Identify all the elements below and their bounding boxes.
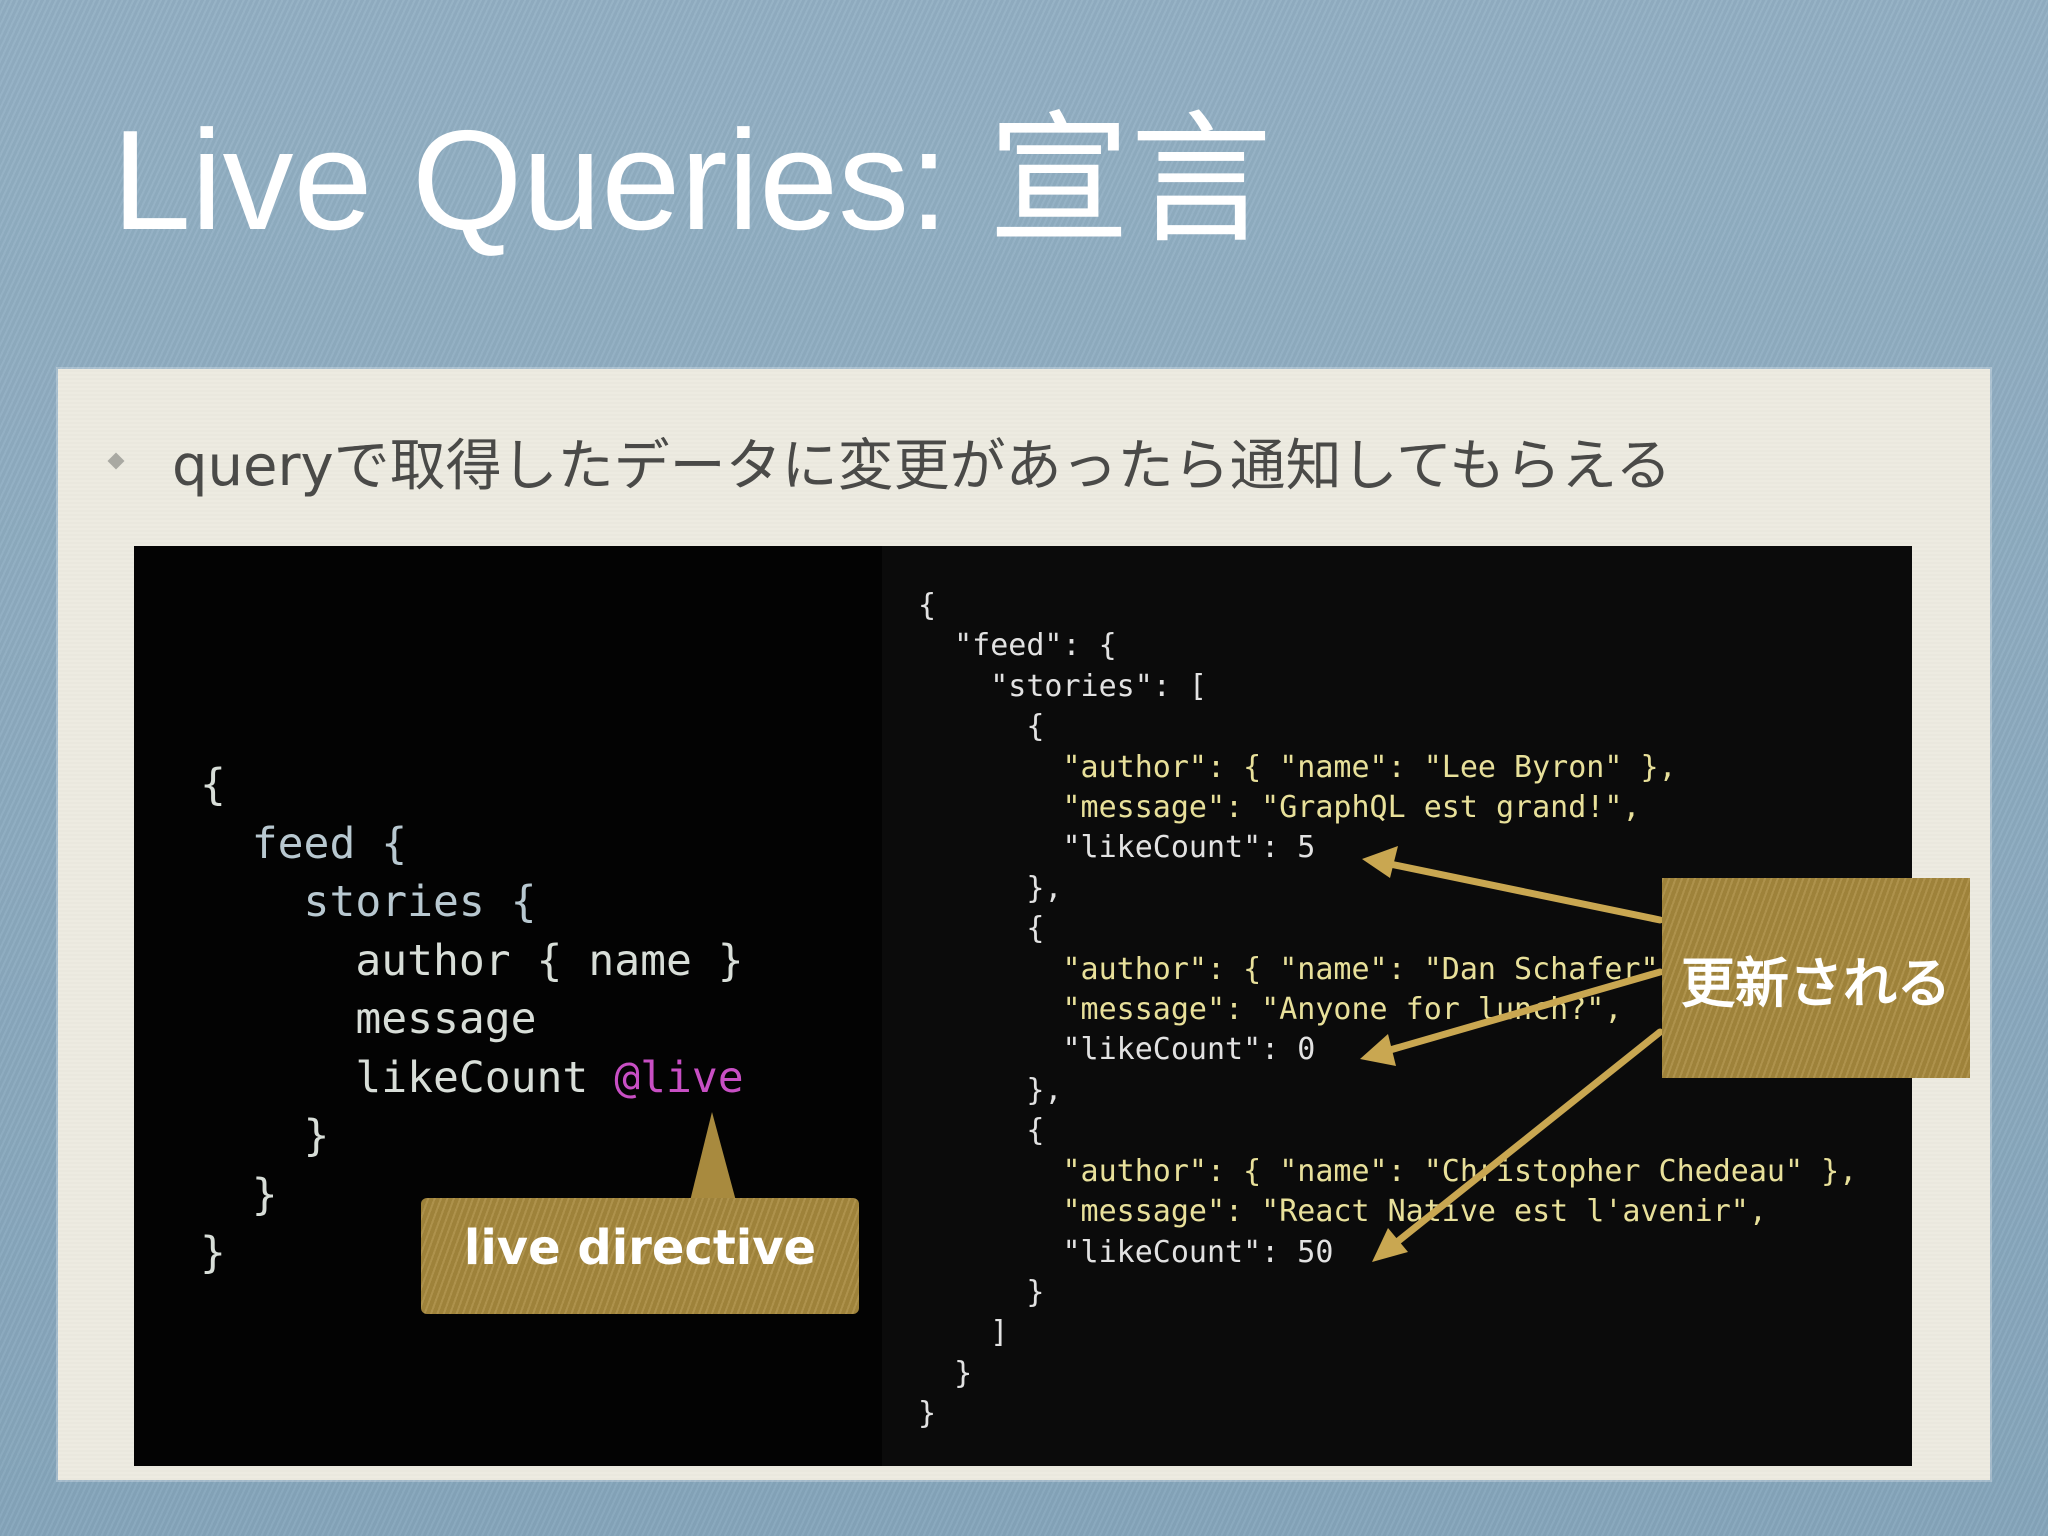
- json-line: {: [918, 588, 937, 623]
- json-line: "likeCount": 5: [918, 830, 1316, 866]
- live-directive-token: @live: [614, 1052, 744, 1103]
- live-directive-callout: live directive: [421, 1198, 859, 1314]
- json-line: "stories": [: [918, 668, 1207, 704]
- json-line: },: [918, 1072, 1063, 1108]
- json-line: "likeCount": 0: [918, 1032, 1316, 1068]
- updated-label: 更新される: [1681, 951, 1951, 1015]
- query-line: }: [200, 1228, 226, 1278]
- bullet-item: queryで取得したデータに変更があったら通知してもらえる: [107, 426, 1672, 499]
- query-line: feed {: [200, 818, 408, 869]
- json-line: "message": "GraphQL est grand!",: [918, 790, 1641, 826]
- bullet-text: queryで取得したデータに変更があったら通知してもらえる: [172, 433, 1672, 499]
- query-line: author { name }: [200, 935, 744, 986]
- json-line: "feed": {: [918, 628, 1117, 664]
- json-line: {: [918, 1113, 1045, 1149]
- json-line: }: [918, 1355, 973, 1391]
- json-line: "message": "Anyone for lunch?",: [918, 992, 1623, 1028]
- json-line: ]: [918, 1315, 1009, 1351]
- graphql-query-code: { feed { stories { author { name } messa…: [200, 756, 744, 1283]
- json-line: {: [918, 709, 1045, 745]
- json-line: "author": { "name": "Lee Byron" },: [918, 749, 1677, 785]
- json-line: },: [918, 870, 1063, 906]
- query-line: }: [200, 1111, 330, 1161]
- json-line: "likeCount": 50: [918, 1234, 1334, 1270]
- code-screenshot: { feed { stories { author { name } messa…: [134, 546, 1912, 1466]
- json-line: "author": { "name": "Dan Schafer" },: [918, 951, 1713, 987]
- json-line: }: [918, 1396, 937, 1432]
- slide-title: Live Queries: 宣言: [112, 101, 1273, 260]
- query-line: {: [200, 760, 226, 810]
- query-line: likeCount: [200, 1052, 615, 1103]
- json-line: {: [918, 911, 1045, 947]
- query-line: stories {: [200, 877, 537, 927]
- live-directive-label: live directive: [463, 1220, 817, 1276]
- bullet-marker-icon: [107, 452, 125, 470]
- json-line: "message": "React Native est l'avenir",: [918, 1194, 1767, 1230]
- json-line: "author": { "name": "Christopher Chedeau…: [918, 1153, 1858, 1189]
- json-line: }: [918, 1274, 1045, 1310]
- query-line: }: [200, 1169, 278, 1220]
- updated-callout: 更新される: [1662, 878, 1970, 1078]
- query-line: message: [200, 994, 537, 1044]
